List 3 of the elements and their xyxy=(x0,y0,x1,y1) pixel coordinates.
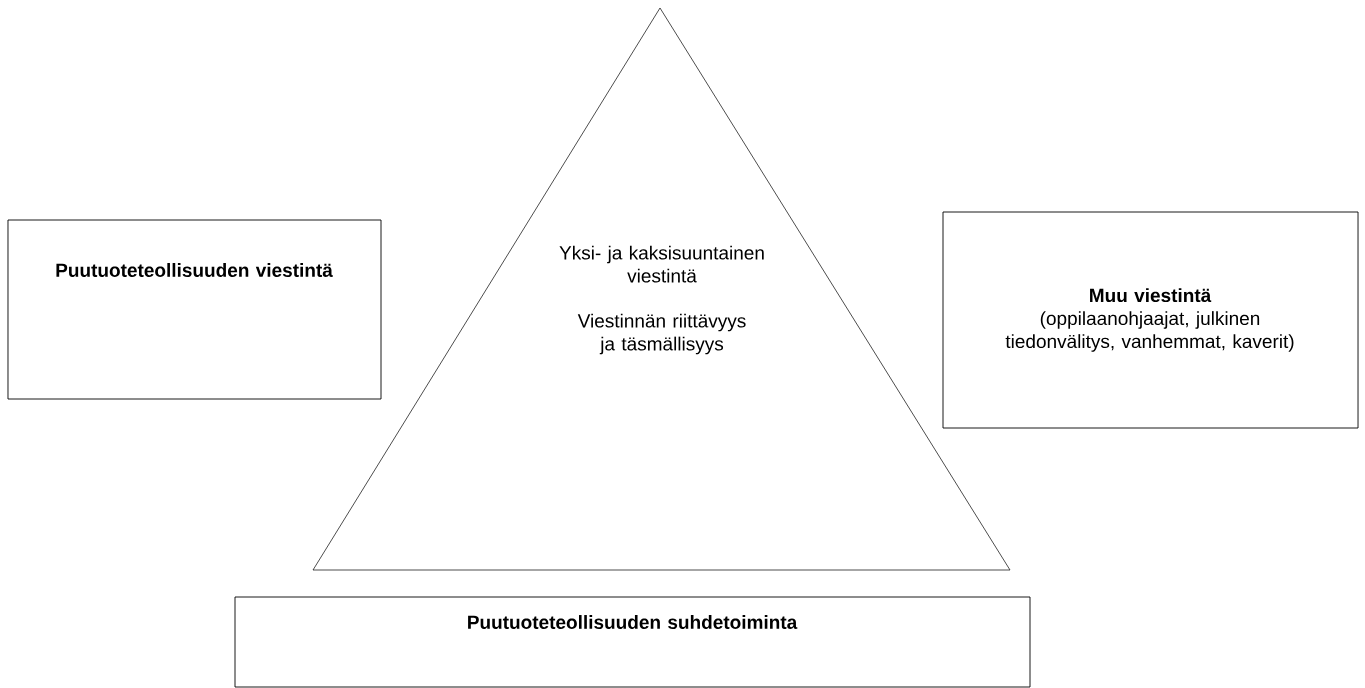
text-box: Puutuoteteollisuuden suhdetoiminta xyxy=(234,596,1031,688)
text-box: Muu viestintä (oppilaanohjaajat, julkinen tiedonvälitys, vanhemmat, kaverit) xyxy=(942,211,1359,429)
text-box: Puutuoteteollisuuden viestintä xyxy=(7,219,382,400)
